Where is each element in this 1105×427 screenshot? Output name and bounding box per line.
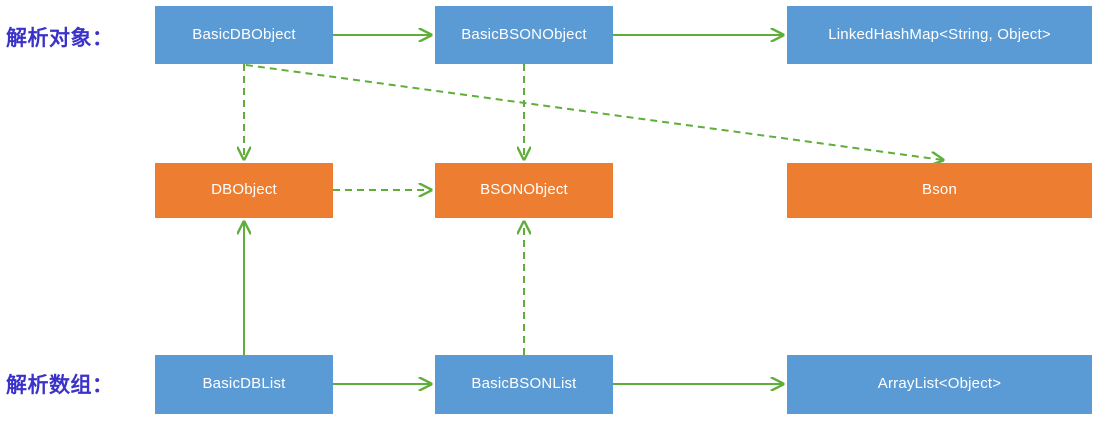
node-basic-db-list[interactable]: BasicDBList [155, 355, 333, 414]
node-basic-db-object-label: BasicDBObject [192, 25, 296, 43]
node-basic-bson-object[interactable]: BasicBSONObject [435, 6, 613, 64]
node-linked-hash-map-label: LinkedHashMap<String, Object> [828, 25, 1051, 43]
node-basic-db-object[interactable]: BasicDBObject [155, 6, 333, 64]
node-array-list-label: ArrayList<Object> [877, 375, 1002, 393]
row-label-parse-object: 解析对象： [6, 26, 114, 50]
node-basic-db-list-label: BasicDBList [202, 375, 286, 393]
node-bson-label: Bson [922, 181, 957, 199]
node-basic-bson-object-label: BasicBSONObject [461, 25, 587, 43]
node-bson[interactable]: Bson [787, 163, 1092, 218]
node-basic-bson-list-label: BasicBSONList [471, 375, 577, 393]
node-bson-object[interactable]: BSONObject [435, 163, 613, 218]
node-basic-bson-list[interactable]: BasicBSONList [435, 355, 613, 414]
node-array-list[interactable]: ArrayList<Object> [787, 355, 1092, 414]
node-linked-hash-map[interactable]: LinkedHashMap<String, Object> [787, 6, 1092, 64]
edge-basicdbobject-to-bson [245, 64, 943, 160]
node-db-object-label: DBObject [211, 181, 277, 199]
node-bson-object-label: BSONObject [480, 181, 568, 199]
row-label-parse-array: 解析数组： [6, 373, 114, 397]
node-db-object[interactable]: DBObject [155, 163, 333, 218]
